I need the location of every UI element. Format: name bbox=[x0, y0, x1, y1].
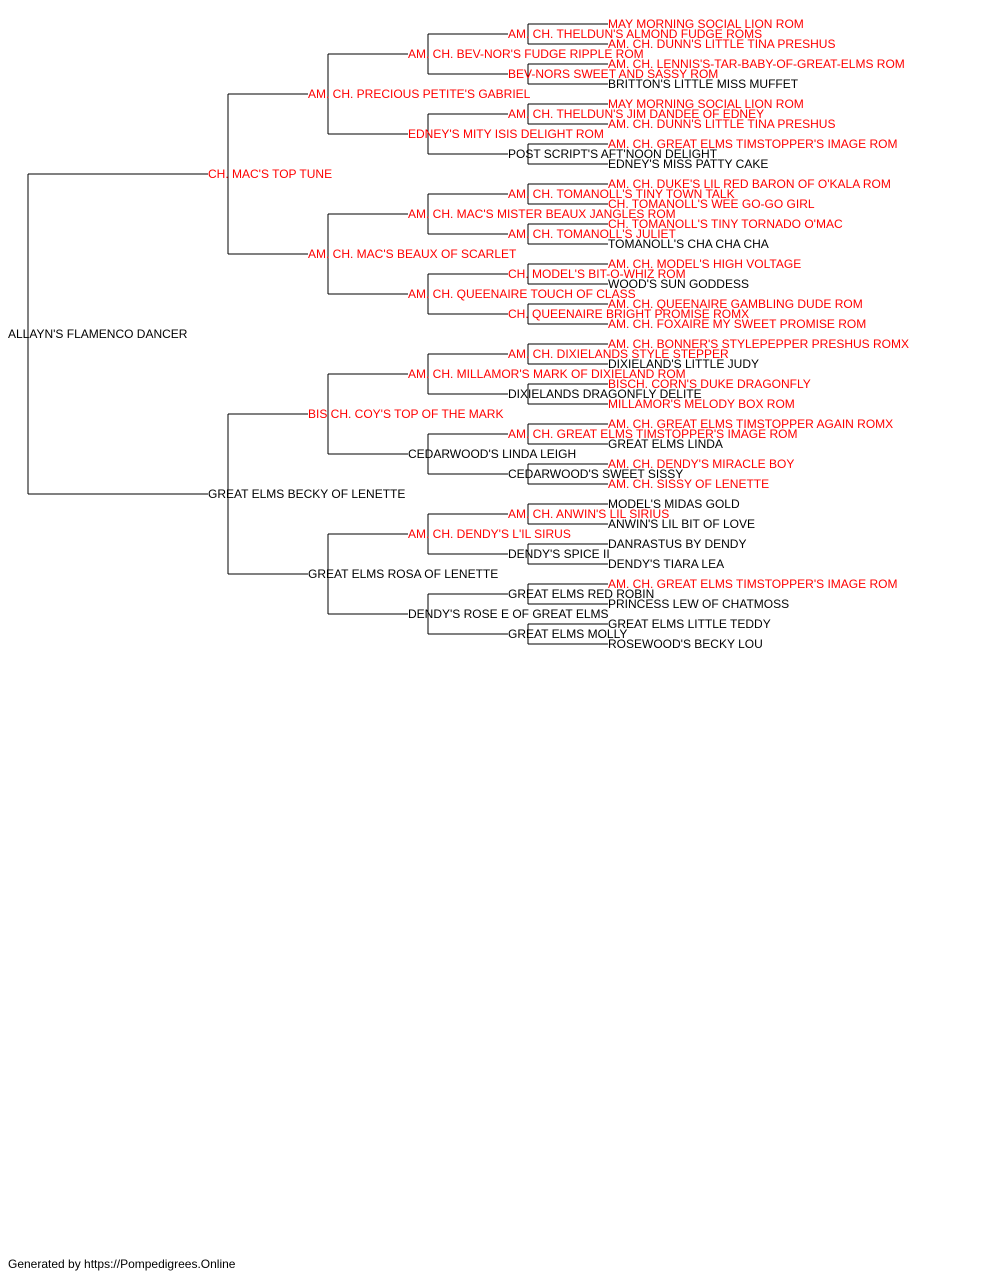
gen3-sire-name: AM. CH. MAC'S MISTER BEAUX JANGLES ROM bbox=[408, 207, 676, 221]
gen5-sire-name: AM. CH. QUEENAIRE GAMBLING DUDE ROM bbox=[608, 297, 863, 311]
gen5-sire-name: AM. CH. GREAT ELMS TIMSTOPPER AGAIN ROMX bbox=[608, 417, 894, 431]
gen5-sire-name: AM. CH. DENDY'S MIRACLE BOY bbox=[608, 457, 795, 471]
gen4-dam-name: DIXIELANDS DRAGONFLY DELITE bbox=[508, 387, 702, 401]
gen5-dam-name: AM. CH. DUNN'S LITTLE TINA PRESHUS bbox=[608, 117, 836, 131]
gen3-dam-name: CEDARWOOD'S LINDA LEIGH bbox=[408, 447, 577, 461]
gen3-dam-name: DENDY'S ROSE E OF GREAT ELMS bbox=[408, 607, 609, 621]
gen3-sire-name: AM. CH. BEV-NOR'S FUDGE RIPPLE ROM bbox=[408, 47, 644, 61]
gen5-sire-name: BISCH. CORN'S DUKE DRAGONFLY bbox=[608, 377, 811, 391]
gen5-dam-name: WOOD'S SUN GODDESS bbox=[608, 277, 749, 291]
gen4-dam-name: AM. CH. TOMANOLL'S JULIET bbox=[508, 227, 676, 241]
generated-by-footer: Generated by https://Pompedigrees.Online bbox=[8, 1257, 236, 1271]
gen5-sire-name: AM. CH. MODEL'S HIGH VOLTAGE bbox=[608, 257, 802, 271]
gen4-dam-name: GREAT ELMS MOLLY bbox=[508, 627, 628, 641]
gen5-sire-name: AM. CH. DUKE'S LIL RED BARON OF O'KALA R… bbox=[608, 177, 891, 191]
gen3-dam-name: EDNEY'S MITY ISIS DELIGHT ROM bbox=[408, 127, 604, 141]
gen1-sire-name: CH. MAC'S TOP TUNE bbox=[208, 167, 333, 181]
gen2-sire-name: AM. CH. PRECIOUS PETITE'S GABRIEL bbox=[308, 87, 531, 101]
gen4-sire-name: AM. CH. THELDUN'S ALMOND FUDGE ROMS bbox=[508, 27, 763, 41]
gen5-dam-name: AM. CH. SISSY OF LENETTE bbox=[608, 477, 770, 491]
gen4-dam-name: DENDY'S SPICE II bbox=[508, 547, 610, 561]
gen5-sire-name: MAY MORNING SOCIAL LION ROM bbox=[608, 97, 804, 111]
gen3-dam-name: AM. CH. QUEENAIRE TOUCH OF CLASS bbox=[408, 287, 636, 301]
gen5-sire-name: MODEL'S MIDAS GOLD bbox=[608, 497, 740, 511]
subject-dog-name: ALLAYN'S FLAMENCO DANCER bbox=[8, 327, 188, 341]
gen3-sire-name: AM. CH. MILLAMOR'S MARK OF DIXIELAND ROM bbox=[408, 367, 686, 381]
gen5-dam-name: PRINCESS LEW OF CHATMOSS bbox=[608, 597, 790, 611]
gen5-dam-name: BRITTON'S LITTLE MISS MUFFET bbox=[608, 77, 799, 91]
gen4-sire-name: AM. CH. THELDUN'S JIM DANDEE OF EDNEY bbox=[508, 107, 765, 121]
gen5-sire-name: GREAT ELMS LITTLE TEDDY bbox=[608, 617, 771, 631]
gen4-sire-name: AM. CH. ANWIN'S LIL SIRIUS bbox=[508, 507, 670, 521]
gen4-dam-name: BEV-NORS SWEET AND SASSY ROM bbox=[508, 67, 719, 81]
gen5-dam-name: MILLAMOR'S MELODY BOX ROM bbox=[608, 397, 795, 411]
gen5-dam-name: ANWIN'S LIL BIT OF LOVE bbox=[608, 517, 755, 531]
gen5-sire-name: AM. CH. BONNER'S STYLEPEPPER PRESHUS ROM… bbox=[608, 337, 910, 351]
gen4-sire-name: GREAT ELMS RED ROBIN bbox=[508, 587, 655, 601]
gen5-sire-name: CH. TOMANOLL'S TINY TORNADO O'MAC bbox=[608, 217, 843, 231]
gen5-dam-name: ROSEWOOD'S BECKY LOU bbox=[608, 637, 763, 651]
gen5-sire-name: AM. CH. LENNIS'S-TAR-BABY-OF-GREAT-ELMS … bbox=[608, 57, 905, 71]
gen5-sire-name: DANRASTUS BY DENDY bbox=[608, 537, 747, 551]
gen5-dam-name: CH. TOMANOLL'S WEE GO-GO GIRL bbox=[608, 197, 815, 211]
gen5-dam-name: AM. CH. FOXAIRE MY SWEET PROMISE ROM bbox=[608, 317, 867, 331]
gen4-dam-name: POST SCRIPT'S AFT'NOON DELIGHT bbox=[508, 147, 718, 161]
gen5-dam-name: GREAT ELMS LINDA bbox=[608, 437, 723, 451]
gen5-sire-name: AM. CH. GREAT ELMS TIMSTOPPER'S IMAGE RO… bbox=[608, 137, 898, 151]
gen5-dam-name: DIXIELAND'S LITTLE JUDY bbox=[608, 357, 759, 371]
gen4-dam-name: CH. QUEENAIRE BRIGHT PROMISE ROMX bbox=[508, 307, 750, 321]
gen3-sire-name: AM. CH. DENDY'S L'IL SIRUS bbox=[408, 527, 571, 541]
gen4-sire-name: CH. MODEL'S BIT-O-WHIZ ROM bbox=[508, 267, 686, 281]
gen4-dam-name: CEDARWOOD'S SWEET SISSY bbox=[508, 467, 684, 481]
gen5-sire-name: AM. CH. GREAT ELMS TIMSTOPPER'S IMAGE RO… bbox=[608, 577, 898, 591]
gen4-sire-name: AM. CH. GREAT ELMS TIMSTOPPER'S IMAGE RO… bbox=[508, 427, 798, 441]
gen5-dam-name: AM. CH. DUNN'S LITTLE TINA PRESHUS bbox=[608, 37, 836, 51]
gen5-dam-name: EDNEY'S MISS PATTY CAKE bbox=[608, 157, 769, 171]
gen2-sire-name: BIS CH. COY'S TOP OF THE MARK bbox=[308, 407, 504, 421]
gen1-dam-name: GREAT ELMS BECKY OF LENETTE bbox=[208, 487, 406, 501]
gen2-dam-name: GREAT ELMS ROSA OF LENETTE bbox=[308, 567, 499, 581]
gen4-sire-name: AM. CH. TOMANOLL'S TINY TOWN TALK bbox=[508, 187, 735, 201]
gen4-sire-name: AM. CH. DIXIELANDS STYLE STEPPER bbox=[508, 347, 729, 361]
gen5-sire-name: MAY MORNING SOCIAL LION ROM bbox=[608, 17, 804, 31]
gen5-dam-name: DENDY'S TIARA LEA bbox=[608, 557, 725, 571]
gen2-dam-name: AM. CH. MAC'S BEAUX OF SCARLET bbox=[308, 247, 517, 261]
gen5-dam-name: TOMANOLL'S CHA CHA CHA bbox=[608, 237, 769, 251]
